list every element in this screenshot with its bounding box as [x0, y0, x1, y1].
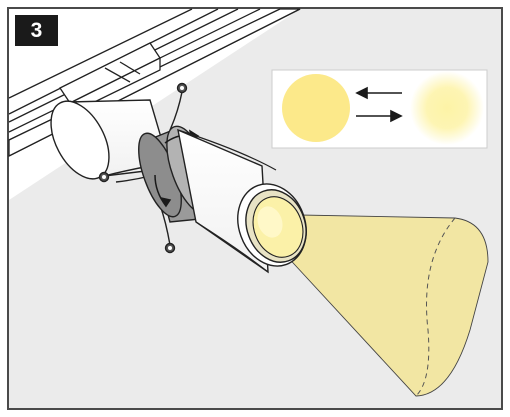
light-beam: [246, 213, 489, 397]
spotlight-lens: [237, 183, 307, 267]
sharp-light-disc-icon: [282, 74, 350, 142]
focus-direction-arrows-icon: [355, 86, 403, 123]
soft-light-disc-icon: [410, 71, 484, 145]
step-number-badge: 3: [15, 15, 58, 46]
focus-legend: [271, 69, 488, 149]
